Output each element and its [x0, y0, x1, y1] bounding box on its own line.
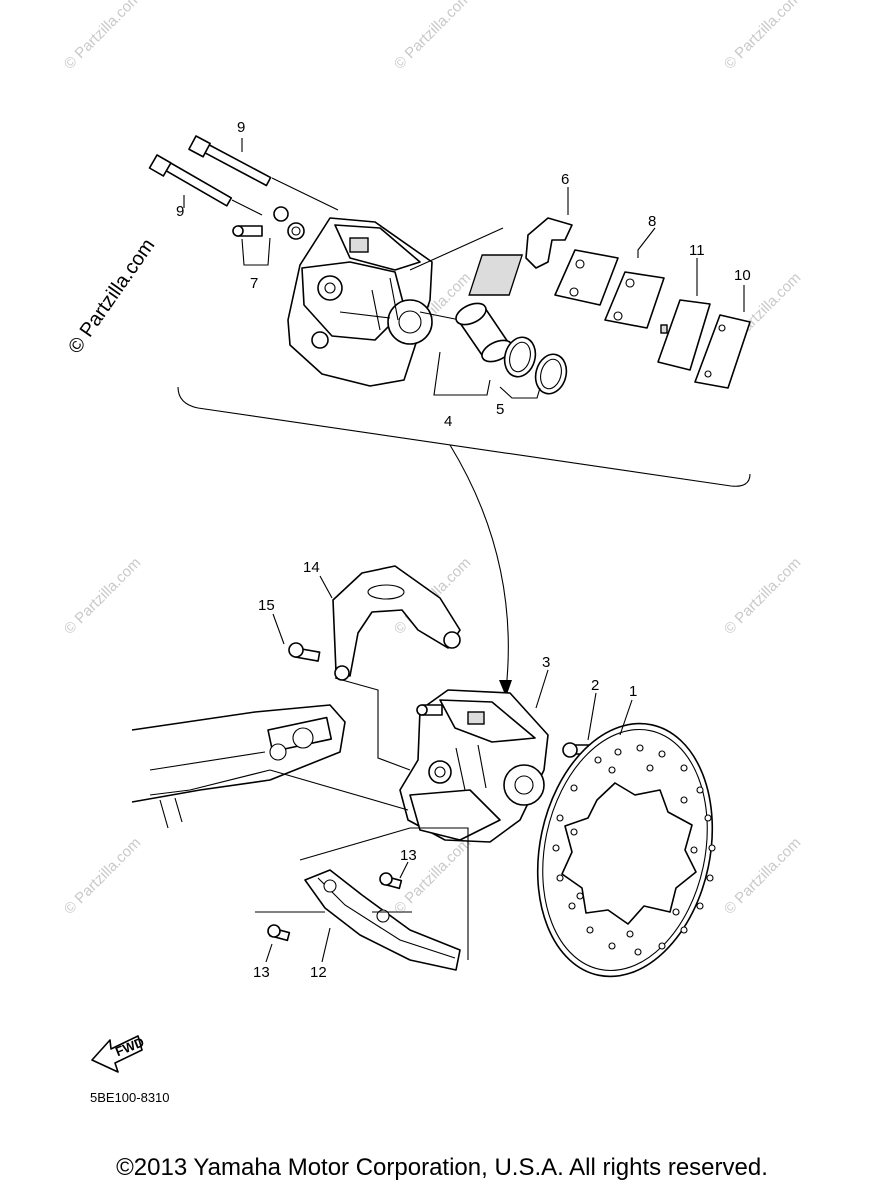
callout-8: 8 — [648, 213, 656, 230]
diagram-code: 5BE100-8310 — [90, 1090, 170, 1105]
callout-15: 15 — [258, 597, 275, 614]
watermark: © Partzilla.com — [391, 0, 474, 73]
callout-14: 14 — [303, 559, 320, 576]
main-watermark: © Partzilla.com — [64, 235, 159, 358]
caliper-assembly — [399, 689, 549, 843]
callout-4: 4 — [444, 413, 452, 430]
callout-11: 11 — [689, 242, 705, 259]
bracket-bolt — [288, 642, 321, 662]
piston-seals — [503, 336, 568, 395]
copyright-notice: ©2013 Yamaha Motor Corporation, U.S.A. A… — [116, 1154, 768, 1181]
callout-7: 7 — [250, 275, 258, 292]
brake-disc — [536, 722, 716, 978]
callout-13-lower: 13 — [253, 964, 270, 981]
guard-bolt-lower — [267, 924, 291, 942]
fwd-arrow-icon: FWD — [91, 1034, 146, 1073]
watermark: © Partzilla.com — [61, 554, 144, 637]
callout-2: 2 — [591, 677, 599, 694]
group-bracket — [177, 386, 751, 487]
disc-vent-holes — [552, 744, 716, 956]
watermark: © Partzilla.com — [721, 554, 804, 637]
callout-labels: 1 2 3 4 5 6 7 8 9 9 10 11 12 13 13 14 15 — [176, 119, 751, 981]
assembly-arrowhead — [499, 680, 512, 697]
callout-12: 12 — [310, 964, 327, 981]
callout-13-upper: 13 — [400, 847, 417, 864]
watermark: © Partzilla.com — [61, 834, 144, 917]
watermark: © Partzilla.com — [721, 0, 804, 73]
brake-pad-kit — [468, 249, 665, 329]
pad-insulator — [694, 314, 751, 389]
exploded-caliper-view — [148, 135, 751, 697]
pad-pin-upper — [188, 135, 272, 187]
caliper-guard — [304, 869, 461, 971]
caliper-bracket — [332, 565, 461, 681]
watermark: © Partzilla.com — [61, 0, 144, 73]
callout-6: 6 — [561, 171, 569, 188]
pad-spring — [525, 217, 573, 269]
callout-9-lower: 9 — [176, 203, 184, 220]
assembled-caliper-view — [131, 565, 716, 978]
callout-10: 10 — [734, 267, 751, 284]
pad-pin-lower — [148, 154, 233, 207]
guard-bolt-upper — [379, 872, 403, 890]
callout-3: 3 — [542, 654, 550, 671]
caliper-body-exploded — [287, 217, 433, 387]
callout-5: 5 — [496, 401, 504, 418]
pad-shim — [657, 299, 711, 371]
swingarm — [131, 704, 346, 829]
callout-9-upper: 9 — [237, 119, 245, 136]
callout-1: 1 — [629, 683, 637, 700]
assembly-arrow — [449, 444, 509, 691]
watermark: © Partzilla.com — [721, 834, 804, 917]
